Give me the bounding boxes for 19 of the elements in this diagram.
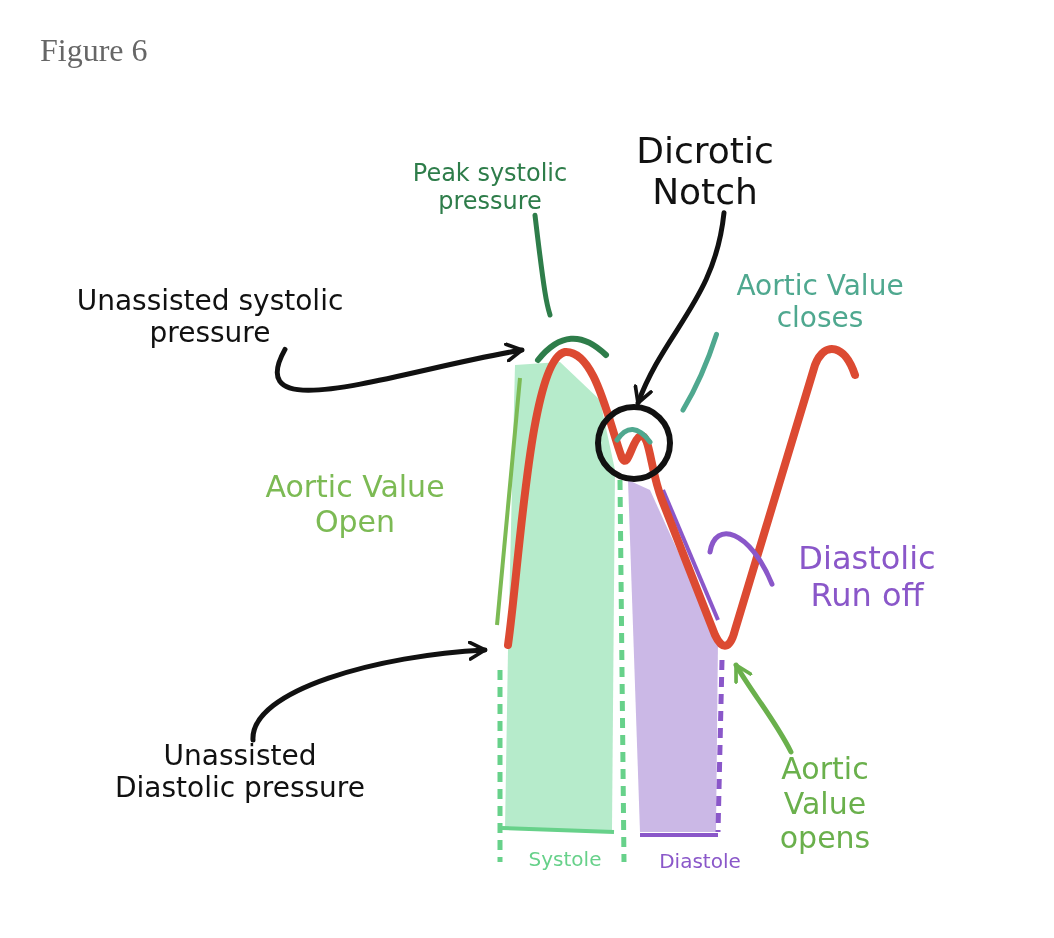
- annotation-text: Aortic Value Open: [264, 470, 446, 539]
- phase-label: Systole: [527, 848, 603, 871]
- pointer-arrow: [733, 662, 794, 755]
- annotation-text: Unassisted Diastolic pressure: [110, 740, 370, 805]
- pointer-arrow: [275, 342, 525, 393]
- arrow: [634, 210, 727, 406]
- pointer-arrow: [250, 640, 488, 743]
- leader-line: [680, 331, 719, 413]
- leader-line: [707, 531, 775, 587]
- annotation-text: Aortic Value opens: [740, 752, 910, 856]
- highlight-circle: [594, 403, 674, 483]
- annotation-text: Unassisted systolic pressure: [60, 285, 360, 350]
- phase-label: Diastole: [658, 850, 742, 873]
- annotation-text: Diastolic Run off: [772, 540, 962, 614]
- annotation-text: Peak systolic pressure: [400, 160, 580, 216]
- leader-line: [532, 212, 553, 318]
- figure-title: Figure 6: [40, 32, 148, 69]
- annotation-text: Aortic Value closes: [705, 270, 935, 335]
- annotation-text: Dicrotic Notch: [610, 130, 800, 213]
